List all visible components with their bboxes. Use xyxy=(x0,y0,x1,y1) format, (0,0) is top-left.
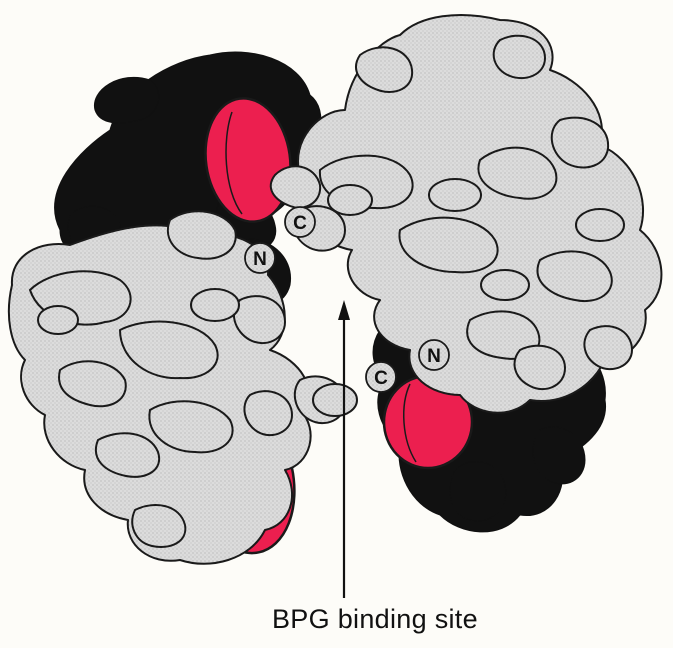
c-terminus-bottom-label: C xyxy=(374,368,388,389)
alpha-chain-right xyxy=(271,15,662,413)
bpg-binding-site-caption: BPG binding site xyxy=(272,604,478,635)
bpg-pointer-arrow xyxy=(338,300,350,598)
n-terminus-bottom-label: N xyxy=(427,346,441,367)
c-terminus-top-label: C xyxy=(293,213,307,234)
n-terminus-top-label: N xyxy=(253,249,267,270)
alpha-chain-left xyxy=(9,211,357,563)
